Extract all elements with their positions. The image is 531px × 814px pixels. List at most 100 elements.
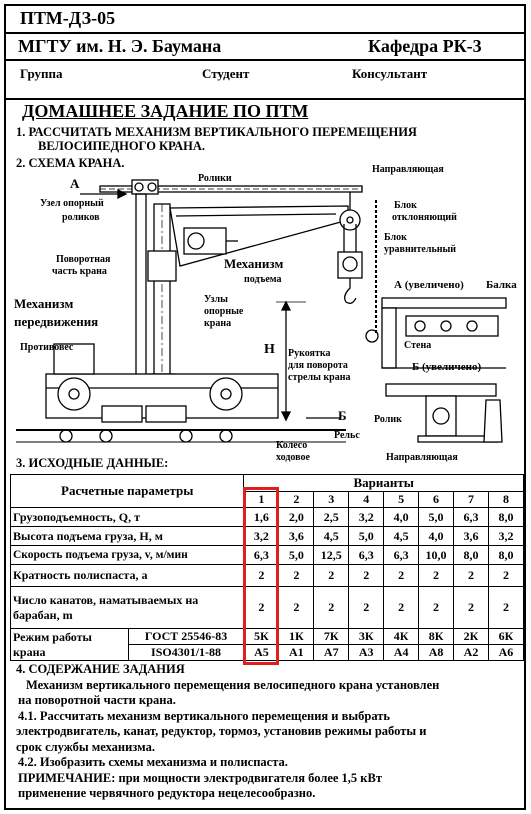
table-cell: 2: [278, 586, 315, 629]
group-label: Группа: [20, 66, 63, 81]
gost-label: ГОСТ 25546-83: [127, 628, 245, 645]
university-name: МГТУ им. Н. Э. Баумана: [18, 36, 222, 56]
table-cell: 2: [383, 564, 420, 587]
table-row: Высота подъема груза, Н, м 3,2 3,6 4,5 5…: [9, 526, 525, 546]
table-cell: А2: [453, 644, 489, 661]
table-cell: 2,5: [313, 507, 350, 527]
table-cell: 4,5: [313, 526, 350, 546]
table-cell: А3: [348, 644, 385, 661]
label-handle-1: Рукоятка: [288, 348, 331, 359]
table-row: Скорость подъема груза, v, м/мин 6,3 5,0…: [9, 545, 525, 565]
table-cell: 5К: [243, 628, 280, 645]
divider: [6, 98, 524, 100]
table-cell: 1,6: [243, 507, 280, 527]
table-cell: 2: [313, 586, 350, 629]
label-b: Б: [338, 408, 347, 423]
table-cell: 8,0: [487, 507, 525, 527]
mode-label-cell: Режим работы крана: [10, 628, 129, 661]
section-4-title: 4. СОДЕРЖАНИЕ ЗАДАНИЯ: [16, 662, 185, 676]
label-wheel-2: ходовое: [276, 452, 310, 463]
variant-number: 2: [278, 491, 315, 508]
table-cell: 2: [487, 564, 525, 587]
table-row: Число канатов, наматываемых на барабан, …: [9, 586, 525, 629]
variant-number: 5: [383, 491, 420, 508]
variant-number: 8: [487, 491, 525, 508]
table-cell: 2: [453, 586, 489, 629]
task-1-line-2: ВЕЛОСИПЕДНОГО КРАНА.: [38, 139, 206, 153]
table-cell: 6,3: [243, 545, 280, 565]
page-title: ДОМАШНЕЕ ЗАДАНИЕ ПО ПТМ: [22, 101, 309, 121]
label-lifting-mech-2: подъема: [244, 274, 282, 285]
table-cell: 2: [453, 564, 489, 587]
param-name-continued: барабан, m: [13, 607, 73, 622]
table-cell: 2К: [453, 628, 489, 645]
table-cell: 2,0: [278, 507, 315, 527]
table-cell: 2: [243, 586, 280, 629]
label-a-enlarged: А (увеличено): [394, 279, 464, 291]
param-header-cell: Расчетные параметры: [9, 474, 245, 508]
label-guide-2: Направляющая: [386, 452, 458, 463]
variant-number: 7: [453, 491, 489, 508]
label-rotary-part-2: часть крана: [52, 266, 107, 277]
table-cell: 2: [243, 564, 280, 587]
label-beam: Балка: [486, 279, 517, 291]
param-name-cell: Число канатов, наматываемых на барабан, …: [9, 586, 245, 629]
divider: [6, 32, 524, 34]
table-cell: 8,0: [487, 545, 525, 565]
label-guide: Направляющая: [372, 164, 444, 175]
table-cell: А1: [278, 644, 315, 661]
param-name: Число канатов, наматываемых на: [13, 592, 199, 607]
student-label: Студент: [202, 66, 250, 81]
table-row: Грузоподъемность, Q, т 1,6 2,0 2,5 3,2 4…: [9, 507, 525, 527]
table-row: Режим работы крана ГОСТ 25546-83 5К 1К 7…: [10, 628, 525, 661]
iso-label: ISO4301/1-88: [127, 644, 245, 661]
table-cell: 2: [418, 586, 455, 629]
doc-code: ПТМ-ДЗ-05: [20, 8, 116, 28]
table-cell: 6К: [487, 628, 525, 645]
task-1-line-1: 1. РАССЧИТАТЬ МЕХАНИЗМ ВЕРТИКАЛЬНОГО ПЕР…: [16, 125, 417, 139]
label-rollers: Ролики: [198, 173, 232, 184]
table-cell: 4,0: [383, 507, 420, 527]
param-name: Высота подъема груза, Н, м: [9, 526, 245, 546]
table-cell: 3,2: [348, 507, 385, 527]
table-cell: 2: [487, 586, 525, 629]
consultant-label: Консультант: [352, 66, 428, 81]
table-cell: 10,0: [418, 545, 455, 565]
table-cell: 3,2: [243, 526, 280, 546]
table-cell: 5,0: [348, 526, 385, 546]
param-name: Кратность полиспаста, а: [9, 564, 245, 587]
crane-scheme-drawing: [16, 179, 507, 443]
table-cell: 5,0: [278, 545, 315, 565]
table-cell: 3,2: [487, 526, 525, 546]
label-support-rollers-unit-1: Узел опорный: [40, 198, 104, 209]
table-cell: 7К: [313, 628, 350, 645]
department-name: Кафедра РК-3: [368, 36, 482, 56]
divider: [6, 59, 524, 61]
variants-header: Варианты: [353, 475, 414, 490]
table-cell: 2: [418, 564, 455, 587]
param-header: Расчетные параметры: [61, 483, 194, 498]
section-4-p2-line2: электродвигатель, канат, редуктор, тормо…: [16, 724, 427, 738]
table-cell: 6,3: [453, 507, 489, 527]
table-cell: А7: [313, 644, 350, 661]
section-4-note: ПРИМЕЧАНИЕ: при мощности электродвигател…: [16, 771, 439, 787]
label-h: Н: [264, 342, 275, 357]
label-rotary-part-1: Поворотная: [56, 254, 111, 265]
section-4-p2-line1: 4.1. Рассчитать механизм вертикального п…: [18, 708, 391, 723]
table-cell: 5,0: [418, 507, 455, 527]
section-3-title: 3. ИСХОДНЫЕ ДАННЫЕ:: [16, 456, 169, 470]
table-cell: 4К: [383, 628, 420, 645]
table-cell: 4,0: [418, 526, 455, 546]
table-cell: 3К: [348, 628, 385, 645]
label-travel-mech-1: Механизм: [14, 296, 74, 311]
label-lifting-mech-1: Механизм: [224, 256, 284, 271]
variant-number: 6: [418, 491, 455, 508]
section-4: 4. СОДЕРЖАНИЕ ЗАДАНИЯ Механизм вертикаль…: [16, 662, 439, 802]
param-name: Грузоподъемность, Q, т: [9, 507, 245, 527]
table-cell: 8,0: [453, 545, 489, 565]
label-handle-2: для поворота: [288, 360, 348, 371]
variants-header-cell: Варианты: [243, 474, 524, 492]
label-deflect-block-1: Блок: [394, 200, 417, 211]
table-cell: 4,5: [383, 526, 420, 546]
section-4-p1-line1: Механизм вертикального перемещения велос…: [26, 677, 440, 692]
